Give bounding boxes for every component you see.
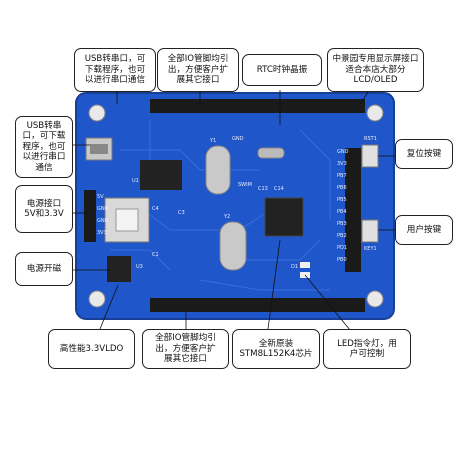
callout-user-key: 用户按键 [395, 215, 453, 245]
leader-lines [73, 81, 395, 331]
silk-key: KEY1 [364, 246, 377, 252]
pcb-board [75, 92, 395, 320]
callout-usb-left: USB转串 口，可下载 程序，也可 以进行串口 通信 [15, 116, 73, 178]
usb-uart-chip [140, 160, 182, 190]
callout-io-bottom: 全部IO管脚均引 出，方便客户扩 展其它接口 [142, 329, 229, 369]
silk-c4: C4 [152, 206, 159, 212]
silk-j1: J1 [369, 114, 375, 120]
callout-usb-top: USB转串口，可 下载程序，也可 以进行串口通信 [74, 48, 156, 92]
user-key-part [361, 219, 379, 243]
silk-pin-6: PB3 [337, 221, 347, 227]
callout-rtc: RTC时钟晶振 [242, 54, 322, 86]
reset-button-part [361, 144, 379, 168]
silk-c1: C1 [152, 252, 159, 258]
callout-power-switch: 电源开磁 [15, 252, 73, 286]
silk-swim: SWIM [238, 182, 252, 188]
silk-left-pin-1: GND [97, 206, 109, 212]
power-switch [104, 197, 150, 243]
mcu-chip [264, 197, 304, 237]
silk-c3: C3 [178, 210, 185, 216]
silk-pin-8: PD1 [337, 245, 347, 251]
silk-pin-2: PB7 [337, 173, 347, 179]
callout-reset: 复位按键 [395, 139, 453, 169]
silk-rst: RST1 [364, 136, 377, 142]
callout-led: LED指令灯，用 户可控制 [323, 329, 411, 369]
callout-ldo: 高性能3.3VLDO [48, 329, 135, 369]
callout-lcd: 中景园专用显示屏接口 适合本店大部分 LCD/OLED [327, 48, 424, 92]
crystal-y1 [205, 145, 231, 195]
silk-d1: D1 [291, 264, 298, 270]
callout-power-in: 电源接口 5V和3.3V [15, 185, 73, 233]
usb-connector [85, 137, 113, 161]
silk-pin-9: PB0 [337, 257, 347, 263]
silk-y2: Y2 [223, 214, 230, 220]
silk-left-pin-2: GND [97, 218, 109, 224]
silk-u3: U3 [136, 264, 143, 270]
silk-pin-3: PB6 [337, 185, 347, 191]
silk-c14: C14 [274, 186, 284, 192]
silk-pin-4: PB5 [337, 197, 347, 203]
bottom-pin-header [150, 298, 365, 312]
power-pin-header [84, 190, 96, 242]
callout-io-top: 全部IO管脚均引 出，方便客户扩 展其它接口 [157, 48, 239, 92]
silk-pin-5: PB4 [337, 209, 347, 215]
top-pin-header [150, 99, 365, 113]
silk-left-pin-0: 5V [97, 194, 104, 200]
silk-left-pin-3: 3V3 [97, 230, 107, 236]
callout-mcu: 全新原装 STM8L152K4芯片 [232, 329, 320, 369]
rtc-crystal [257, 147, 285, 159]
ldo-regulator [107, 256, 131, 282]
silk-pin-1: 3V3 [337, 161, 347, 167]
crystal-y2 [219, 221, 247, 271]
silk-gnd: GND [232, 136, 244, 142]
silk-y1: Y1 [209, 138, 216, 144]
silk-pin-7: PB2 [337, 233, 347, 239]
silk-u1: U1 [132, 178, 139, 184]
lcd-pin-header [345, 148, 361, 272]
silk-c13: C13 [258, 186, 268, 192]
silk-pin-0: GND [337, 149, 349, 155]
